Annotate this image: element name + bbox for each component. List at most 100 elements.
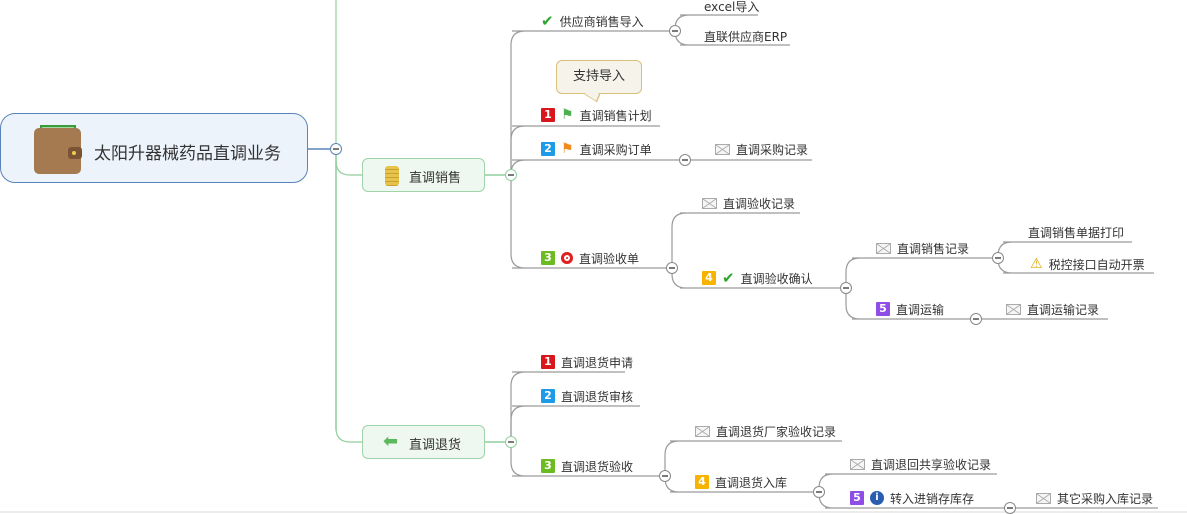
warning-icon: ⚠ (1030, 256, 1043, 272)
pin-icon (561, 252, 573, 264)
root-label: 太阳升器械药品直调业务 (94, 144, 281, 164)
node-return-apply[interactable]: 1 直调退货申请 (541, 354, 633, 370)
wallet-icon (34, 125, 82, 174)
node-label: 直调退货入库 (715, 475, 788, 490)
collapse-button[interactable] (970, 313, 982, 325)
topic-label: 直调销售 (409, 171, 462, 186)
check-icon: ✔ (541, 12, 554, 30)
info-icon: i (870, 491, 884, 505)
node-label: 直调退货厂家验收记录 (716, 424, 837, 439)
envelope-icon (1036, 492, 1051, 504)
node-return-shared-record[interactable]: 直调退回共享验收记录 (850, 456, 991, 472)
check-icon: ✔ (722, 269, 735, 287)
green-flag-icon: ⚑ (561, 107, 574, 123)
priority-3-icon: 3 (541, 251, 555, 265)
topic-label: 直调退货 (409, 438, 462, 453)
envelope-icon (702, 197, 717, 209)
node-excel-import[interactable]: excel导入 (704, 0, 759, 14)
node-other-purchase-record[interactable]: 其它采购入库记录 (1036, 490, 1153, 506)
orange-flag-icon: ⚑ (561, 141, 574, 157)
connector (510, 30, 675, 175)
callout-note: 支持导入 (556, 60, 642, 94)
node-return-vendor-record[interactable]: 直调退货厂家验收记录 (695, 423, 836, 439)
node-label: 税控接口自动开票 (1048, 257, 1145, 272)
node-sales-plan[interactable]: 1 ⚑ 直调销售计划 (541, 107, 652, 123)
connector (510, 125, 660, 175)
envelope-icon (850, 458, 865, 470)
arrow-left-icon: ⬅ (383, 431, 399, 452)
node-label: excel导入 (704, 0, 760, 14)
connector (510, 442, 665, 477)
collapse-button[interactable] (505, 169, 517, 181)
node-label: 直调验收记录 (723, 196, 796, 211)
priority-5-icon: 5 (850, 491, 864, 505)
priority-1-icon: 1 (541, 355, 555, 369)
priority-2-icon: 2 (541, 389, 555, 403)
collapse-button[interactable] (330, 143, 342, 155)
node-transport-record[interactable]: 直调运输记录 (1006, 301, 1099, 317)
node-label: 直调运输 (896, 302, 945, 317)
collapse-button[interactable] (505, 436, 517, 448)
topic-direct-sales[interactable]: 直调销售 (362, 158, 485, 192)
connector (845, 257, 998, 288)
node-supplier-import[interactable]: ✔ 供应商销售导入 (541, 13, 644, 29)
connector (664, 440, 842, 476)
node-label: 直调验收单 (579, 251, 640, 266)
node-label: 直调销售记录 (897, 241, 970, 256)
node-label: 直调销售单据打印 (1028, 225, 1125, 240)
envelope-icon (715, 143, 730, 155)
priority-4-icon: 4 (702, 271, 716, 285)
collapse-button[interactable] (992, 252, 1004, 264)
priority-2-icon: 2 (541, 142, 555, 156)
node-sales-record[interactable]: 直调销售记录 (876, 240, 969, 256)
node-acceptance[interactable]: 3 直调验收单 (541, 250, 639, 266)
coins-icon (385, 166, 399, 186)
node-label: 直调采购订单 (579, 142, 652, 157)
collapse-button[interactable] (679, 154, 691, 166)
node-transport[interactable]: 5 直调运输 (876, 301, 944, 317)
connector (510, 175, 672, 269)
node-purchase-record[interactable]: 直调采购记录 (715, 141, 808, 157)
collapse-button[interactable] (813, 486, 825, 498)
node-label: 其它采购入库记录 (1057, 491, 1154, 506)
node-label: 直调运输记录 (1027, 302, 1100, 317)
node-label: 直调验收确认 (740, 271, 813, 286)
collapse-button[interactable] (1004, 502, 1016, 514)
connector (671, 268, 846, 289)
node-label: 直调退回共享验收记录 (871, 457, 992, 472)
envelope-icon (695, 425, 710, 437)
connector (845, 288, 976, 320)
node-acceptance-record[interactable]: 直调验收记录 (702, 195, 795, 211)
node-return-audit[interactable]: 2 直调退货审核 (541, 388, 633, 404)
connector (510, 159, 685, 175)
node-supplier-erp[interactable]: 直联供应商ERP (704, 28, 787, 44)
priority-5-icon: 5 (876, 302, 890, 316)
collapse-button[interactable] (669, 25, 681, 37)
node-return-accept[interactable]: 3 直调退货验收 (541, 458, 633, 474)
connector (671, 212, 800, 268)
node-label: 直调销售计划 (579, 108, 652, 123)
collapse-button[interactable] (659, 470, 671, 482)
node-acceptance-confirm[interactable]: 4 ✔ 直调验收确认 (702, 270, 813, 286)
node-sales-print[interactable]: 直调销售单据打印 (1028, 224, 1124, 240)
node-label: 直调退货申请 (561, 355, 634, 370)
node-purchase-order[interactable]: 2 ⚑ 直调采购订单 (541, 141, 652, 157)
node-return-stock-in[interactable]: 4 直调退货入库 (695, 474, 787, 490)
envelope-icon (1006, 303, 1021, 315)
connector (510, 405, 640, 442)
priority-1-icon: 1 (541, 108, 555, 122)
node-label: 供应商销售导入 (559, 14, 644, 29)
collapse-button[interactable] (840, 282, 852, 294)
connector (510, 371, 625, 442)
topic-direct-returns[interactable]: ⬅ 直调退货 (362, 425, 485, 459)
collapse-button[interactable] (666, 262, 678, 274)
node-label: 直调退货验收 (561, 459, 634, 474)
node-label: 直调退货审核 (561, 389, 634, 404)
priority-4-icon: 4 (695, 475, 709, 489)
node-label: 直调采购记录 (736, 142, 809, 157)
priority-3-icon: 3 (541, 459, 555, 473)
envelope-icon (876, 242, 891, 254)
node-auto-invoice[interactable]: ⚠ 税控接口自动开票 (1030, 256, 1145, 272)
